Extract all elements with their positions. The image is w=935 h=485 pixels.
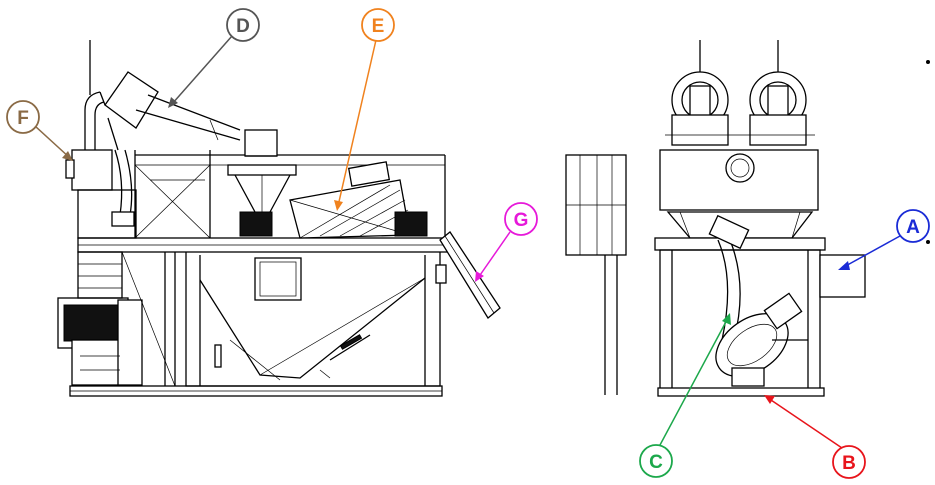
end-pump <box>715 292 808 387</box>
callout-C: C <box>639 444 673 478</box>
callout-B: B <box>832 445 866 479</box>
callout-letter-E: E <box>372 16 385 37</box>
callout-letter-A: A <box>906 217 920 238</box>
callout-letter-D: D <box>236 16 250 37</box>
side-elevation-view <box>57 40 501 397</box>
callout-letter-C: C <box>649 452 663 473</box>
end-elevation-view <box>565 40 866 397</box>
screen-springs <box>239 211 428 237</box>
pump-motor <box>57 297 143 386</box>
callout-letter-F: F <box>17 108 29 129</box>
hydrocyclone-feed-pipe <box>708 214 750 341</box>
callout-A: A <box>896 209 930 243</box>
callout-letter-B: B <box>842 453 856 474</box>
discharge-chute <box>435 231 501 319</box>
callout-F: F <box>6 100 40 134</box>
callout-letter-G: G <box>514 210 529 231</box>
cyclone-pair <box>665 40 815 146</box>
callout-D: D <box>226 8 260 42</box>
callout-G: G <box>504 202 538 236</box>
hydrocyclone-side <box>99 71 241 151</box>
callout-leaders <box>34 35 901 449</box>
callout-E: E <box>361 8 395 42</box>
